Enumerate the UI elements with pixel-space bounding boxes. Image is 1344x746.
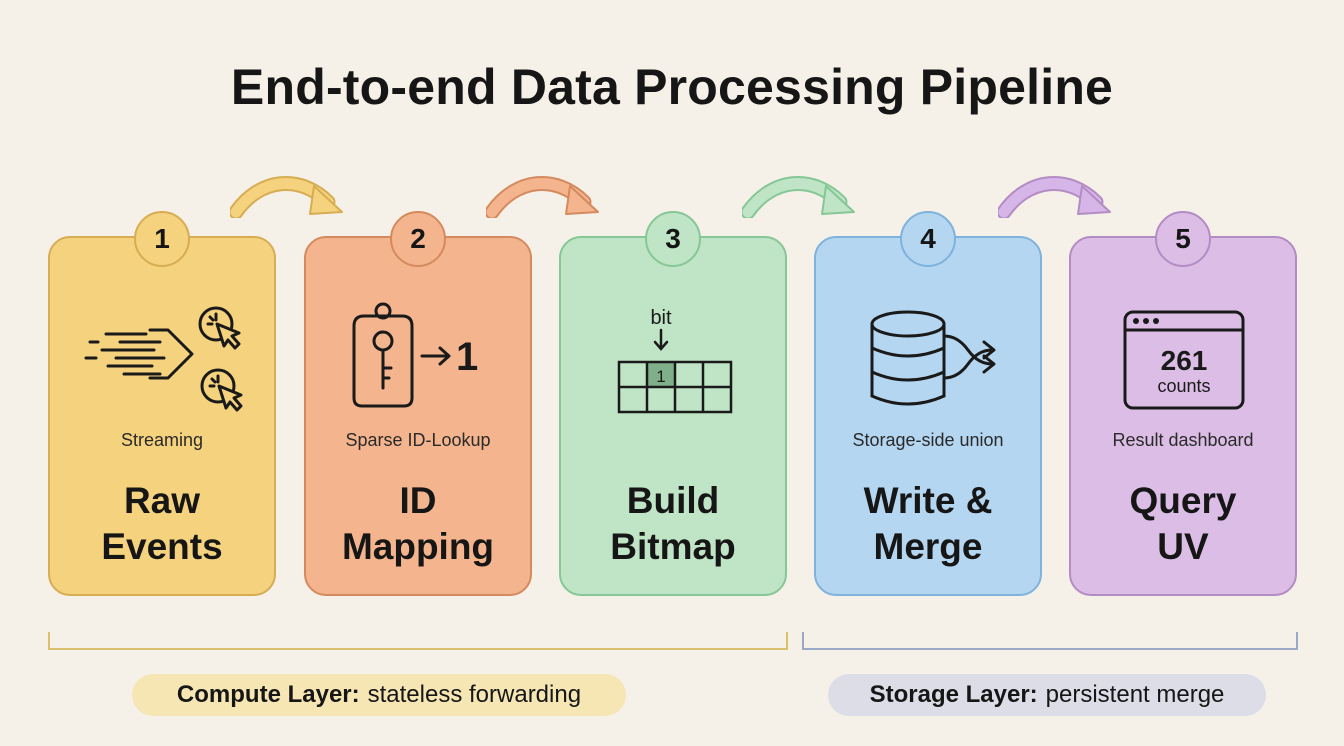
bit-value: 1 (656, 367, 665, 386)
mapped-id-value: 1 (456, 335, 478, 379)
flow-arrow-3-icon (742, 176, 855, 218)
step-number-badge: 5 (1155, 211, 1211, 267)
flow-arrow-4-icon (998, 176, 1111, 218)
bitmap-grid-icon: bit 1 (617, 307, 733, 414)
flow-arrow-2-icon (486, 176, 599, 218)
uv-count-unit: counts (1157, 376, 1210, 396)
compute-layer-bracket (48, 632, 788, 650)
uv-count-value: 261 (1161, 345, 1208, 376)
step-number-badge: 2 (390, 211, 446, 267)
step-subtitle: Sparse ID-Lookup (345, 430, 491, 450)
flow-arrow-1-icon (230, 176, 343, 218)
storage-layer-label: Storage Layer:persistent merge (828, 674, 1266, 716)
step-number-badge: 4 (900, 211, 956, 267)
streaming-clicks-icon (84, 306, 243, 412)
step-subtitle: Storage-side union (852, 430, 1004, 450)
key-tag-icon: 1 (352, 302, 478, 408)
page-title: End-to-end Data Processing Pipeline (230, 59, 1114, 115)
step-subtitle: Result dashboard (1112, 430, 1254, 450)
step-name: Write &Merge (863, 480, 993, 567)
compute-layer-label: Compute Layer:stateless forwarding (132, 674, 626, 716)
step-number-badge: 3 (645, 211, 701, 267)
storage-layer-bracket (802, 632, 1298, 650)
dashboard-window-icon: 261 counts (1123, 310, 1245, 410)
database-merge-icon (870, 310, 996, 406)
step-card-write-merge: 4 Storage-side union Write &Merge (814, 211, 1042, 596)
step-number-badge: 1 (134, 211, 190, 267)
step-subtitle: Streaming (120, 430, 204, 450)
bit-label: bit (650, 307, 672, 329)
